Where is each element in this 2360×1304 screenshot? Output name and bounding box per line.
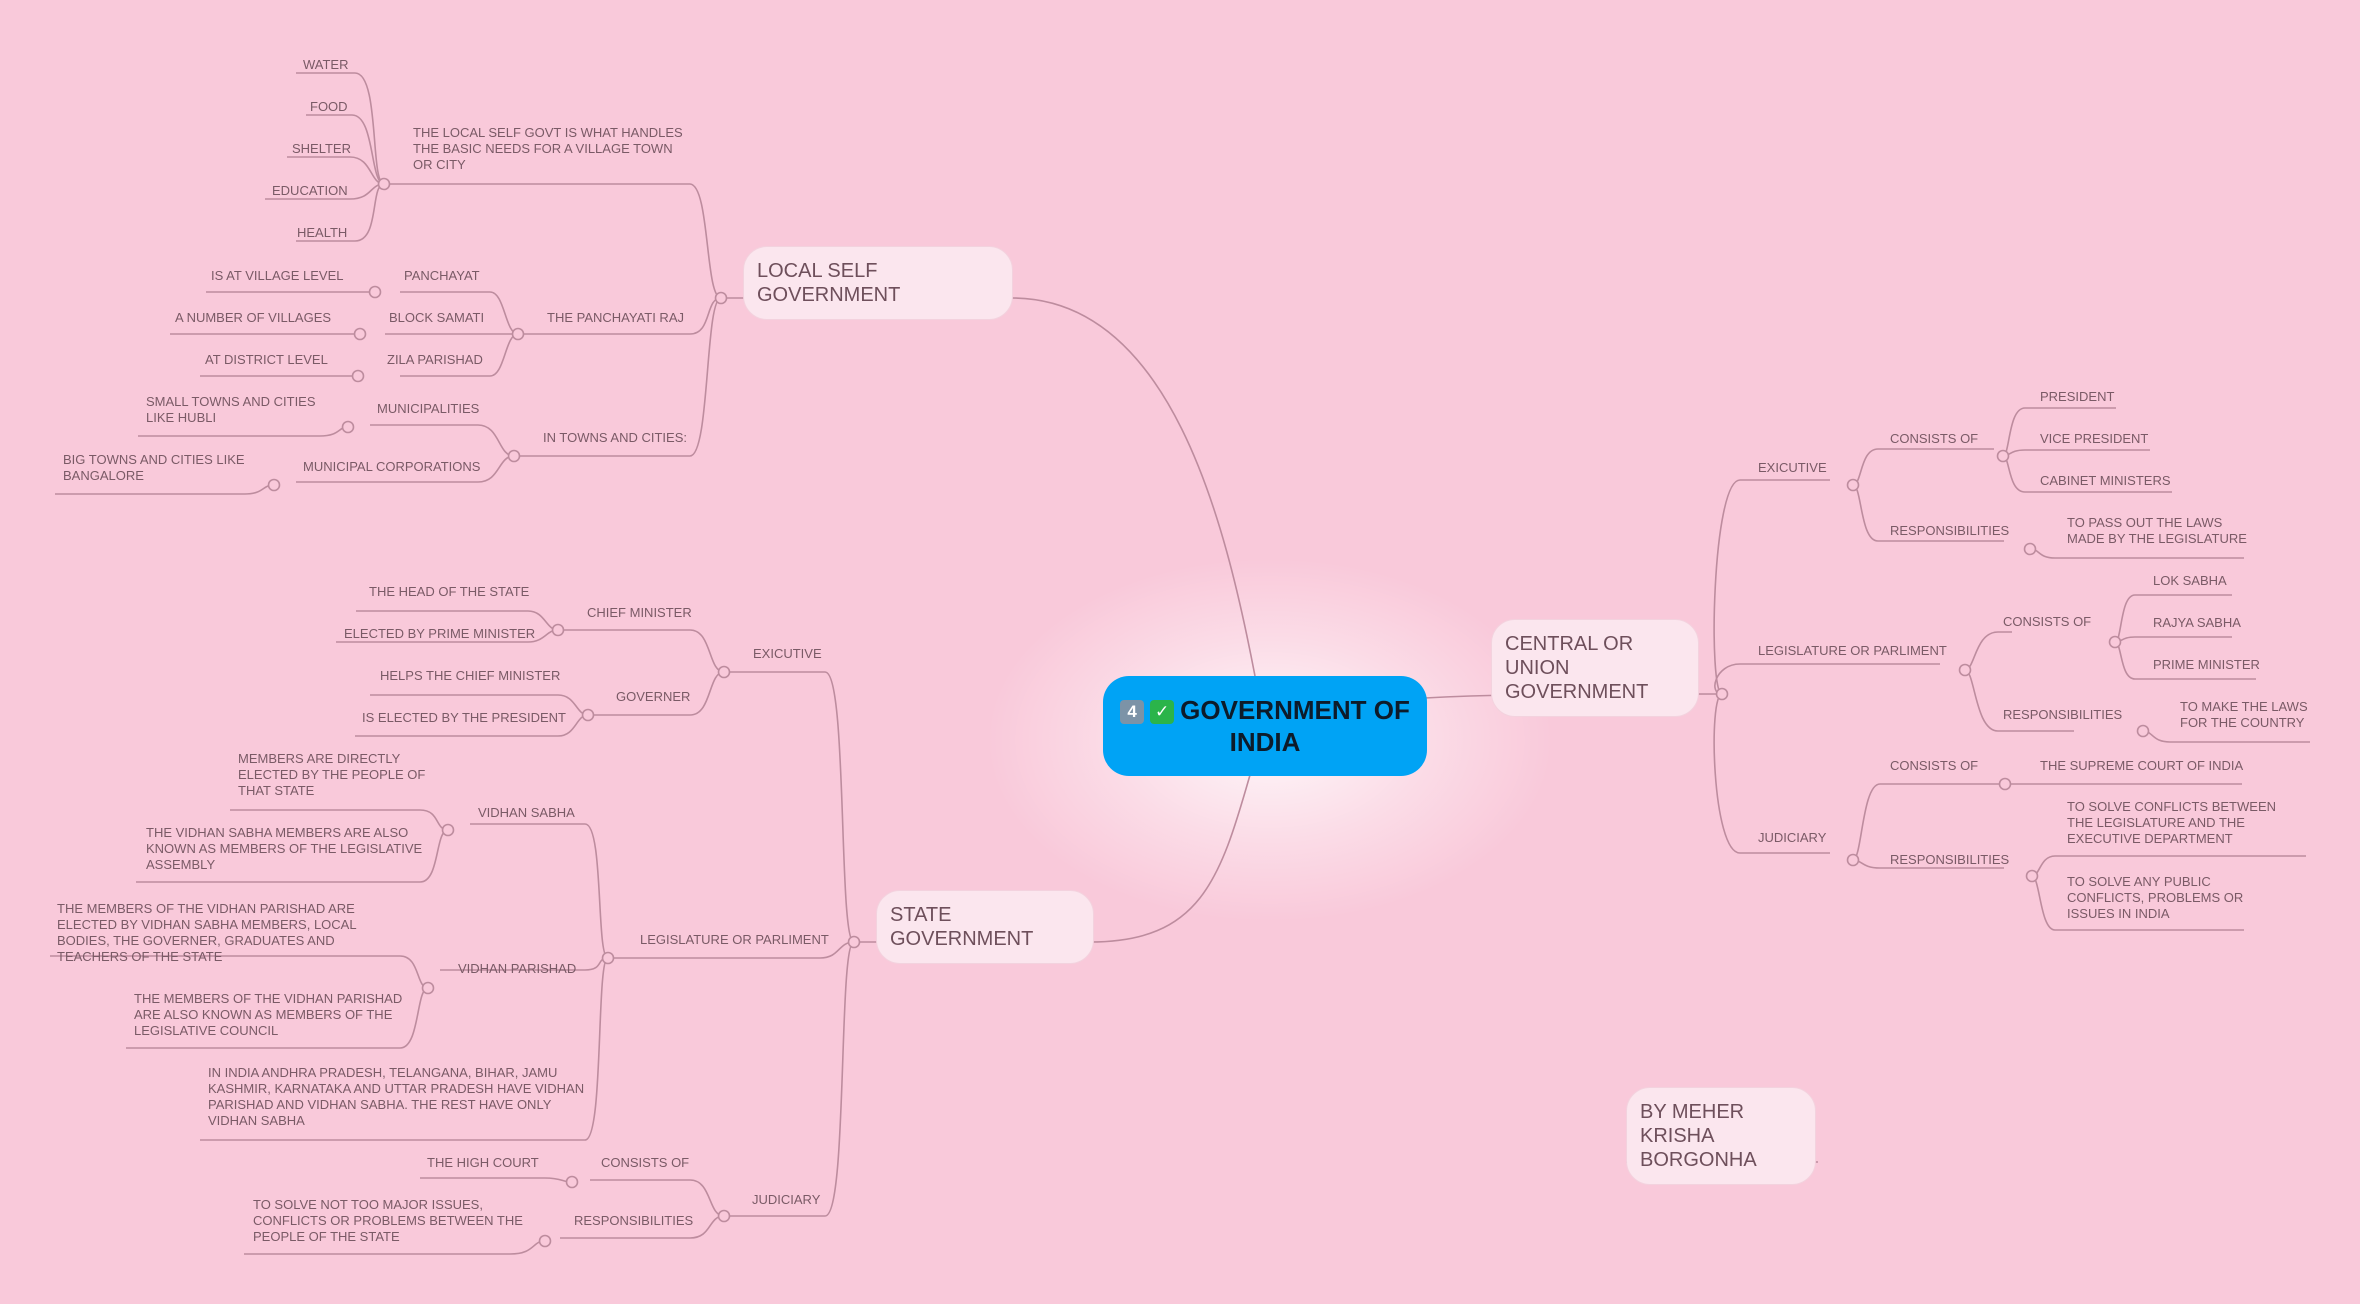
block-samati[interactable]: BLOCK SAMATI bbox=[389, 310, 485, 325]
state-judiciary-resp[interactable]: RESPONSIBILITIES bbox=[574, 1213, 694, 1228]
central-exec-resp-desc[interactable]: TO PASS OUT THE LAWS MADE BY THE LEGISLA… bbox=[2067, 515, 2247, 546]
panchayat-desc[interactable]: IS AT VILLAGE LEVEL bbox=[211, 268, 344, 283]
vidhan-parishad[interactable]: VIDHAN PARISHAD bbox=[458, 961, 577, 976]
central-exec-consists[interactable]: CONSISTS OF bbox=[1890, 431, 1979, 446]
central-leg-resp-desc[interactable]: TO MAKE THE LAWS FOR THE COUNTRY bbox=[2180, 699, 2308, 730]
central-jud-consists[interactable]: CONSISTS OF bbox=[1890, 758, 1979, 773]
municipalities[interactable]: MUNICIPALITIES bbox=[377, 401, 480, 416]
lok-sabha[interactable]: LOK SABHA bbox=[2153, 573, 2227, 588]
local-needs-text[interactable]: THE LOCAL SELF GOVT IS WHAT HANDLES THE … bbox=[413, 125, 683, 172]
vidhan-states-note[interactable]: IN INDIA ANDHRA PRADESH, TELANGANA, BIHA… bbox=[208, 1065, 585, 1128]
central-leg-consists[interactable]: CONSISTS OF bbox=[2003, 614, 2092, 629]
cm-head-of-state[interactable]: THE HEAD OF THE STATE bbox=[369, 584, 530, 599]
municipal-corporations-desc[interactable]: BIG TOWNS AND CITIES LIKE BANGALORE bbox=[63, 452, 245, 483]
cm-elected-by[interactable]: ELECTED BY PRIME MINISTER bbox=[344, 626, 536, 641]
state-judiciary-consists[interactable]: CONSISTS OF bbox=[601, 1155, 690, 1170]
block-samati-desc[interactable]: A NUMBER OF VILLAGES bbox=[175, 310, 332, 325]
vidhan-sabha[interactable]: VIDHAN SABHA bbox=[478, 805, 575, 820]
municipalities-desc[interactable]: SMALL TOWNS AND CITIES LIKE HUBLI bbox=[146, 394, 316, 425]
need-water[interactable]: WATER bbox=[303, 57, 349, 72]
central-topic-text: 4✓GOVERNMENT OF INDIA bbox=[1117, 694, 1413, 758]
branch-local-self-government[interactable]: LOCAL SELF GOVERNMENT bbox=[743, 246, 1013, 320]
chief-minister[interactable]: CHIEF MINISTER bbox=[587, 605, 692, 620]
municipal-corporations[interactable]: MUNICIPAL CORPORATIONS bbox=[303, 459, 481, 474]
zila-parishad[interactable]: ZILA PARISHAD bbox=[387, 352, 483, 367]
vidhan-parishad-elected[interactable]: THE MEMBERS OF THE VIDHAN PARISHAD ARE E… bbox=[57, 901, 357, 964]
central-jud-resp[interactable]: RESPONSIBILITIES bbox=[1890, 852, 2010, 867]
zila-parishad-desc[interactable]: AT DISTRICT LEVEL bbox=[205, 352, 328, 367]
supreme-court[interactable]: THE SUPREME COURT OF INDIA bbox=[2040, 758, 2244, 773]
branch-state-government[interactable]: STATE GOVERNMENT bbox=[876, 890, 1094, 964]
vidhan-parishad-council[interactable]: THE MEMBERS OF THE VIDHAN PARISHAD ARE A… bbox=[134, 991, 403, 1038]
vice-president[interactable]: VICE PRESIDENT bbox=[2040, 431, 2149, 446]
central-legislature[interactable]: LEGISLATURE OR PARLIMENT bbox=[1758, 643, 1947, 658]
panchayat[interactable]: PANCHAYAT bbox=[404, 268, 480, 283]
need-health[interactable]: HEALTH bbox=[297, 225, 348, 240]
state-executive[interactable]: EXICUTIVE bbox=[753, 646, 822, 661]
prime-minister[interactable]: PRIME MINISTER bbox=[2153, 657, 2260, 672]
central-executive[interactable]: EXICUTIVE bbox=[1758, 460, 1827, 475]
state-judiciary[interactable]: JUDICIARY bbox=[752, 1192, 821, 1207]
high-court[interactable]: THE HIGH COURT bbox=[427, 1155, 539, 1170]
state-legislature[interactable]: LEGISLATURE OR PARLIMENT bbox=[640, 932, 829, 947]
check-mark-icon: ✓ bbox=[1150, 700, 1175, 725]
panchayati-raj[interactable]: THE PANCHAYATI RAJ bbox=[547, 310, 684, 325]
author-credit[interactable]: BY MEHER KRISHA BORGONHA bbox=[1626, 1087, 1816, 1185]
central-judiciary[interactable]: JUDICIARY bbox=[1758, 830, 1827, 845]
need-food[interactable]: FOOD bbox=[310, 99, 348, 114]
towns-and-cities[interactable]: IN TOWNS AND CITIES: bbox=[543, 430, 687, 445]
governor-elected-by[interactable]: IS ELECTED BY THE PRESIDENT bbox=[362, 710, 566, 725]
rajya-sabha[interactable]: RAJYA SABHA bbox=[2153, 615, 2241, 630]
central-jud-resp-desc-1[interactable]: TO SOLVE CONFLICTS BETWEEN THE LEGISLATU… bbox=[2067, 799, 2276, 846]
state-judiciary-resp-desc[interactable]: TO SOLVE NOT TOO MAJOR ISSUES, CONFLICTS… bbox=[253, 1197, 523, 1244]
central-exec-resp[interactable]: RESPONSIBILITIES bbox=[1890, 523, 2010, 538]
president[interactable]: PRESIDENT bbox=[2040, 389, 2115, 404]
central-title: GOVERNMENT OF INDIA bbox=[1180, 695, 1410, 757]
governor-helps[interactable]: HELPS THE CHIEF MINISTER bbox=[380, 668, 561, 683]
keycap-four-icon: 4 bbox=[1120, 700, 1145, 725]
central-leg-resp[interactable]: RESPONSIBILITIES bbox=[2003, 707, 2123, 722]
need-shelter[interactable]: SHELTER bbox=[292, 141, 351, 156]
governor[interactable]: GOVERNER bbox=[616, 689, 691, 704]
central-jud-resp-desc-2[interactable]: TO SOLVE ANY PUBLIC CONFLICTS, PROBLEMS … bbox=[2067, 874, 2244, 921]
central-topic[interactable]: 4✓GOVERNMENT OF INDIA bbox=[1103, 676, 1427, 776]
need-education[interactable]: EDUCATION bbox=[272, 183, 348, 198]
vidhan-sabha-assembly[interactable]: THE VIDHAN SABHA MEMBERS ARE ALSO KNOWN … bbox=[146, 825, 423, 872]
branch-central-government[interactable]: CENTRAL OR UNION GOVERNMENT bbox=[1491, 619, 1699, 717]
vidhan-sabha-members[interactable]: MEMBERS ARE DIRECTLY ELECTED BY THE PEOP… bbox=[238, 751, 426, 798]
cabinet-ministers[interactable]: CABINET MINISTERS bbox=[2040, 473, 2171, 488]
